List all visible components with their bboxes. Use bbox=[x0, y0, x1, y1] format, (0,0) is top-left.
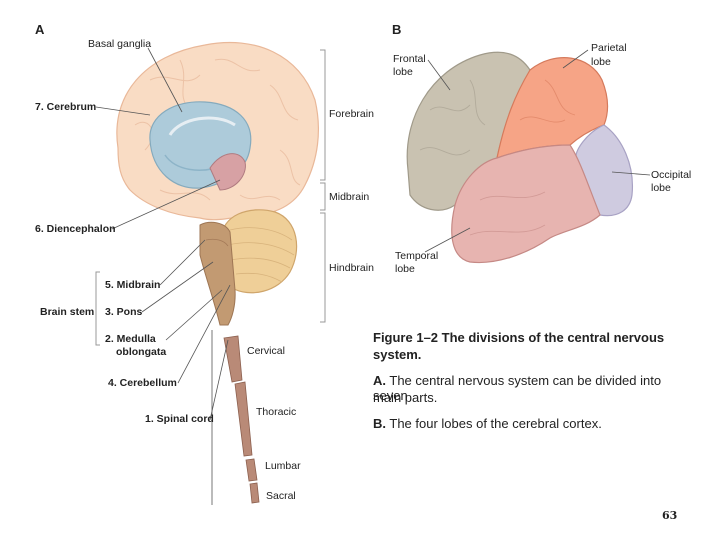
spinal-cord-label: 1. Spinal cord bbox=[145, 413, 214, 425]
lumbar-label: Lumbar bbox=[265, 460, 301, 472]
temporal-lobe-label-line1: Temporal bbox=[395, 250, 439, 262]
forebrain-label: Forebrain bbox=[329, 108, 374, 120]
parietal-lobe-label-line1: Parietal bbox=[591, 42, 627, 54]
basal-ganglia-label: Basal ganglia bbox=[88, 38, 152, 50]
frontal-lobe-label-line1: Frontal bbox=[393, 53, 426, 65]
brain-stem-label: Brain stem bbox=[40, 306, 95, 318]
figure-caption-title: Figure 1–2 The divisions of the central … bbox=[373, 330, 693, 345]
frontal-lobe-label-line2: lobe bbox=[393, 66, 413, 78]
figure-title: The divisions of the central nervous bbox=[438, 330, 665, 345]
diencephalon-label: 6. Diencephalon bbox=[35, 223, 116, 235]
leader-lines-b bbox=[424, 49, 651, 253]
sacral-label: Sacral bbox=[266, 490, 296, 502]
parietal-lobe-label-line2: lobe bbox=[591, 56, 611, 68]
occipital-lobe-label-line1: Occipital bbox=[651, 169, 692, 181]
temporal-lobe-shape bbox=[451, 144, 601, 264]
cerebrum-label: 7. Cerebrum bbox=[35, 101, 97, 113]
pons-label: 3. Pons bbox=[105, 306, 143, 318]
brain-lateral-illustration bbox=[406, 51, 634, 264]
figure-number: Figure 1–2 bbox=[373, 330, 439, 345]
caption-part-b: B. The four lobes of the cerebral cortex… bbox=[373, 416, 602, 431]
brainstem-shape bbox=[199, 221, 236, 326]
leader-lines-a bbox=[95, 47, 231, 505]
hindbrain-label: Hindbrain bbox=[329, 262, 374, 274]
panel-a-label: A bbox=[35, 22, 45, 37]
cervical-label: Cervical bbox=[247, 345, 285, 357]
cerebellum-label: 4. Cerebellum bbox=[108, 377, 177, 389]
medulla-label-line1: 2. Medulla bbox=[105, 333, 156, 345]
spinal-cord-illustration bbox=[223, 335, 260, 504]
page-number: 63 bbox=[662, 509, 678, 522]
panel-b-label: B bbox=[392, 22, 402, 37]
caption-part-a-line2: main parts. bbox=[373, 390, 438, 405]
occipital-lobe-label-line2: lobe bbox=[651, 182, 671, 194]
caption-part-a: A. The central nervous system can be div… bbox=[373, 373, 662, 403]
parietal-lobe-shape bbox=[496, 57, 609, 159]
temporal-lobe-label-line2: lobe bbox=[395, 263, 415, 275]
figure-caption-title-line2: system. bbox=[373, 347, 422, 362]
medulla-label-line2: oblongata bbox=[116, 346, 167, 358]
region-brackets bbox=[95, 49, 326, 346]
thoracic-label: Thoracic bbox=[256, 406, 297, 418]
midbrain-region-label: Midbrain bbox=[329, 191, 370, 203]
midbrain-label: 5. Midbrain bbox=[105, 279, 161, 291]
